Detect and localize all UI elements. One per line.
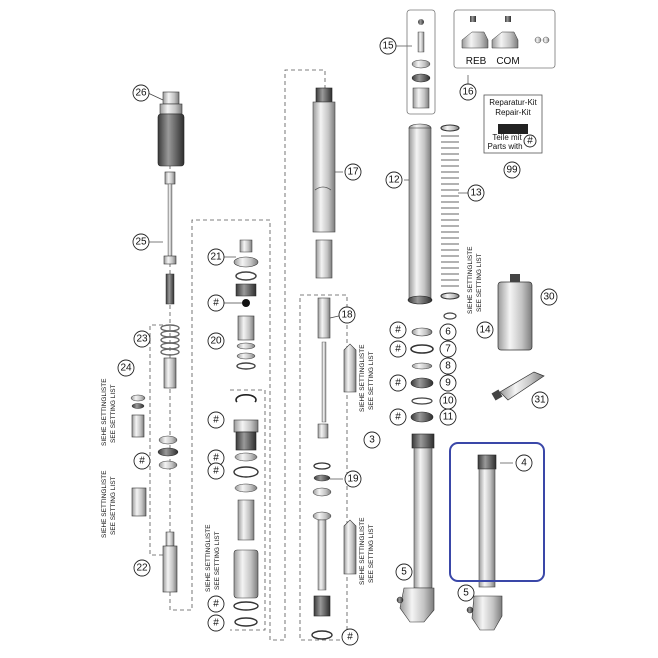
- callout-6[interactable]: 6: [445, 327, 451, 338]
- part-31-grease-tube: [491, 371, 545, 401]
- callout-hash[interactable]: #: [213, 466, 219, 477]
- part-25-piston-rod: [163, 171, 177, 305]
- callout-21[interactable]: 21: [210, 252, 222, 263]
- callout-hash[interactable]: #: [347, 632, 353, 643]
- callout-24[interactable]: 24: [120, 363, 132, 374]
- callout-hash[interactable]: #: [213, 618, 219, 629]
- setting-en: SEE SETTING LIST: [368, 524, 375, 583]
- callout-31[interactable]: 31: [534, 395, 546, 406]
- callout-5[interactable]: 5: [401, 567, 407, 578]
- callout-hash[interactable]: #: [213, 415, 219, 426]
- callout-14[interactable]: 14: [479, 325, 491, 336]
- part-22-base-valve: [162, 531, 178, 593]
- callout-15[interactable]: 15: [382, 41, 394, 52]
- callout-10[interactable]: 10: [442, 396, 454, 407]
- callouts: [117, 37, 558, 646]
- part-24-shim-stack: [130, 357, 179, 517]
- part-4-fork-leg-highlighted: [466, 454, 503, 631]
- setting-de: SIEHE SETTINGLISTE: [101, 378, 108, 446]
- callout-17[interactable]: 17: [347, 167, 359, 178]
- callout-9[interactable]: 9: [445, 378, 451, 389]
- callout-hash[interactable]: #: [527, 136, 533, 147]
- setting-en: SEE SETTING LIST: [476, 253, 483, 312]
- callout-hash[interactable]: #: [213, 298, 219, 309]
- setting-de: SIEHE SETTINGLISTE: [205, 524, 212, 592]
- callout-13[interactable]: 13: [470, 188, 482, 199]
- callout-hash[interactable]: #: [395, 325, 401, 336]
- setting-en: SEE SETTING LIST: [368, 351, 375, 410]
- part-18-rebound-piston: [317, 297, 357, 439]
- label-com: COM: [496, 56, 519, 67]
- kit-line-2: Repair-Kit: [495, 108, 531, 117]
- callout-99[interactable]: 99: [506, 165, 518, 176]
- setting-en: SEE SETTING LIST: [214, 531, 221, 590]
- callout-hash[interactable]: #: [395, 412, 401, 423]
- callout-20[interactable]: 20: [210, 336, 222, 347]
- callout-3[interactable]: 3: [369, 435, 375, 446]
- setting-de: SIEHE SETTINGLISTE: [359, 517, 366, 585]
- callout-hash[interactable]: #: [395, 378, 401, 389]
- mid-valve-stack: [233, 394, 259, 627]
- callout-5[interactable]: 5: [463, 588, 469, 599]
- setting-de: SIEHE SETTINGLISTE: [101, 470, 108, 538]
- label-reb: REB: [466, 56, 487, 67]
- setting-en: SEE SETTING LIST: [110, 384, 117, 443]
- callout-7[interactable]: 7: [445, 344, 451, 355]
- callout-19[interactable]: 19: [347, 474, 359, 485]
- kit-line-1: Reparatur-Kit: [489, 98, 537, 107]
- callout-hash[interactable]: #: [213, 599, 219, 610]
- callout-hash[interactable]: #: [139, 456, 145, 467]
- callout-25[interactable]: 25: [135, 237, 147, 248]
- part-13-fork-spring: [440, 124, 460, 300]
- callout-4[interactable]: 4: [521, 458, 527, 469]
- seal-stack-6-11: [410, 312, 457, 423]
- callout-8[interactable]: 8: [445, 361, 451, 372]
- callout-18[interactable]: 18: [341, 310, 353, 321]
- part-21-compression-adjuster: [233, 239, 259, 307]
- kit-line-4: Parts with: [487, 142, 522, 151]
- part-19-compression-piston: [311, 462, 357, 640]
- part-20-valve-body: [236, 315, 256, 370]
- callout-hash[interactable]: #: [395, 344, 401, 355]
- setting-list-labels: SIEHE SETTINGLISTE SEE SETTING LIST SIEH…: [101, 246, 483, 592]
- callout-hash[interactable]: #: [213, 453, 219, 464]
- part-17-cartridge-tube: [312, 87, 336, 279]
- callout-12[interactable]: 12: [388, 175, 400, 186]
- part-23-spring: [160, 324, 180, 356]
- kit-line-3: Teile mit: [492, 133, 522, 142]
- callout-16[interactable]: 16: [462, 87, 474, 98]
- callout-30[interactable]: 30: [543, 292, 555, 303]
- callout-11[interactable]: 11: [443, 412, 454, 423]
- callout-26[interactable]: 26: [135, 88, 147, 99]
- part-3-lower-leg: [396, 433, 435, 623]
- setting-en: SEE SETTING LIST: [110, 476, 117, 535]
- part-12-outer-tube: [407, 123, 433, 305]
- callout-23[interactable]: 23: [136, 334, 148, 345]
- part-26-cartridge-cap: [157, 91, 185, 167]
- callout-22[interactable]: 22: [136, 563, 148, 574]
- setting-de: SIEHE SETTINGLISTE: [467, 246, 474, 314]
- part-15-valve-kit: [406, 9, 436, 115]
- selection-highlight[interactable]: [449, 442, 545, 582]
- part-16-clicker-kit: [453, 9, 556, 69]
- part-30-oil-can: [497, 274, 533, 351]
- setting-de: SIEHE SETTINGLISTE: [359, 344, 366, 412]
